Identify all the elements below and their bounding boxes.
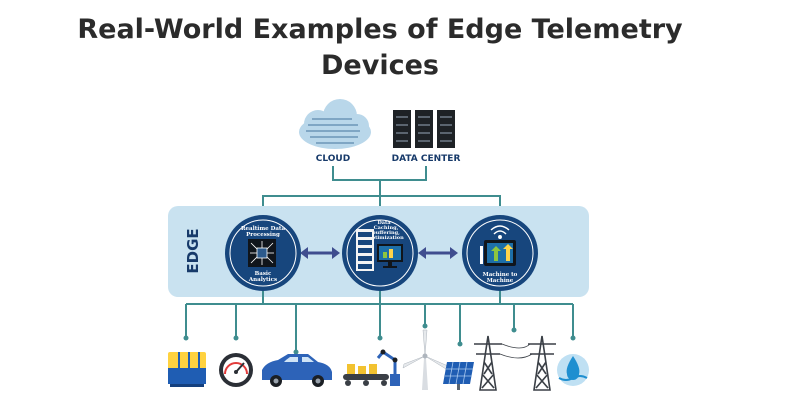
wifi-icon: [490, 225, 510, 239]
monitor-icon: [377, 244, 403, 268]
data-center-icon: [393, 110, 455, 148]
solar-panel-icon: [443, 361, 474, 390]
connector-dots: [183, 323, 576, 355]
cloud-label: CLOUD: [316, 154, 350, 164]
node2-line-2: Caching,: [374, 225, 399, 231]
title-line-2: Devices: [321, 50, 439, 81]
double-arrow-icon: [418, 247, 458, 259]
factory-robot-conveyor-icon: [343, 349, 400, 386]
node1-bottom-line-2: Analytics: [248, 277, 277, 283]
node2-line-4: optimization: [368, 235, 404, 241]
edge-node-processing: Realtime Data Processing Basic Analytics: [225, 215, 301, 291]
node1-top-line-1: Realtime Data: [241, 226, 285, 232]
car-icon: [262, 354, 332, 387]
edge-band-label: EDGE: [184, 228, 202, 273]
water-drop-icon: [557, 354, 589, 386]
tablet-icon: [480, 240, 516, 266]
node3-bottom-line-2: Machine: [487, 278, 514, 284]
node3-bottom-line-1: Machine to: [483, 272, 518, 278]
edge-node-m2m: Machine to Machine: [462, 215, 538, 291]
node2-line-3: buffering,: [372, 230, 400, 236]
wind-turbine-icon: [402, 329, 449, 390]
server-stack-icon: [356, 229, 374, 271]
node1-top-line-2: Processing: [246, 232, 280, 238]
edge-node-caching: Data Caching, buffering, optimization: [342, 215, 418, 291]
power-pylon-icon: [474, 335, 502, 391]
node2-line-1: Data: [377, 220, 391, 226]
page-title: Real-World Examples of Edge Telemetry De…: [0, 12, 760, 84]
data-center-label: DATA CENTER: [392, 154, 461, 164]
node1-bottom-line-1: Basic: [255, 271, 272, 277]
power-lines: [499, 343, 533, 359]
power-pylon-icon: [528, 335, 556, 391]
cloud-icon: [299, 99, 371, 149]
bottom-connectors: [185, 291, 574, 352]
gauge-icon: [219, 353, 253, 387]
title-line-1: Real-World Examples of Edge Telemetry: [77, 14, 683, 45]
top-connectors: [262, 166, 501, 213]
double-arrow-icon: [300, 247, 340, 259]
cpu-chip-icon: [248, 239, 276, 267]
battery-pack-icon: [168, 352, 206, 387]
